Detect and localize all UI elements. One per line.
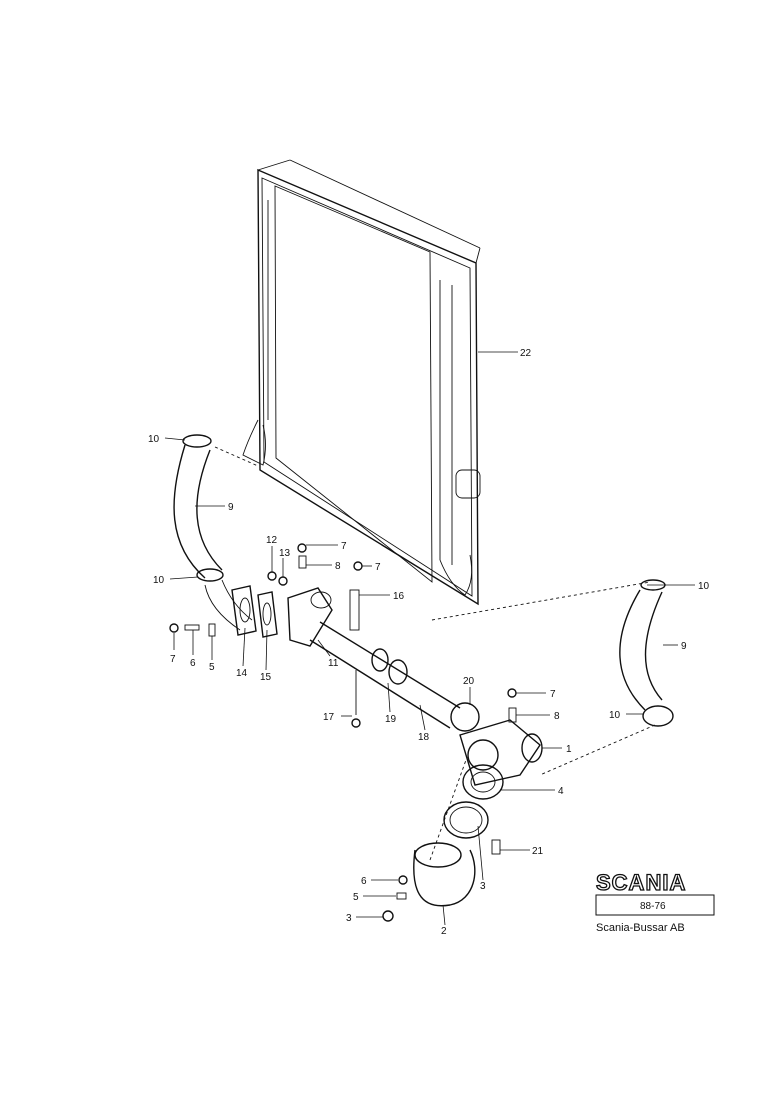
callout-7: 7	[170, 654, 176, 665]
callout-9: 9	[228, 502, 234, 513]
callout-20: 20	[463, 676, 475, 687]
routing-line	[539, 724, 656, 776]
callout-6: 6	[190, 658, 196, 669]
callout-3: 3	[346, 913, 352, 924]
callout-13: 13	[279, 548, 291, 559]
scania-logo: SCANIA	[596, 870, 686, 895]
callout-16: 16	[393, 591, 405, 602]
callout-10: 10	[609, 710, 621, 721]
callout-8: 8	[554, 711, 560, 722]
thermostat-housing	[450, 688, 543, 855]
callout-7: 7	[341, 541, 347, 552]
callout-21: 21	[532, 846, 544, 857]
scania-logo-block: SCANIA 88-76 Scania-Bussar AB	[595, 869, 715, 934]
callout-3: 3	[480, 881, 486, 892]
callout-12: 12	[266, 535, 278, 546]
routing-line	[214, 446, 259, 467]
flange-gaskets	[231, 585, 278, 638]
callout-5: 5	[353, 892, 359, 903]
code-box	[595, 894, 715, 916]
callout-18: 18	[418, 732, 430, 743]
callout-9: 9	[681, 641, 687, 652]
callout-14: 14	[236, 668, 248, 679]
radiator	[242, 159, 481, 606]
callout-10: 10	[698, 581, 710, 592]
callout-4: 4	[558, 786, 564, 797]
callout-17: 17	[323, 712, 335, 723]
callout-2: 2	[441, 926, 447, 937]
upper-hose-left	[173, 434, 253, 631]
callout-labels: 22 10 9 10 12 13 7 8 7 16 7 6 5 14 15 11…	[148, 348, 710, 937]
drawing-code: 88-76	[640, 901, 666, 912]
callout-6: 6	[361, 876, 367, 887]
company-name: Scania-Bussar AB	[596, 922, 685, 934]
callout-10: 10	[148, 434, 160, 445]
callout-8: 8	[335, 561, 341, 572]
callout-5: 5	[209, 662, 215, 673]
callout-11: 11	[328, 658, 339, 669]
callout-15: 15	[260, 672, 272, 683]
callout-1: 1	[566, 744, 572, 755]
outlet-elbow	[382, 801, 489, 922]
callout-10: 10	[153, 575, 165, 586]
leader-lines	[164, 351, 695, 926]
lower-hose-right	[619, 579, 674, 727]
routing-line	[431, 581, 651, 621]
callout-19: 19	[385, 714, 397, 725]
callout-7: 7	[375, 562, 381, 573]
callout-7: 7	[550, 689, 556, 700]
callout-22: 22	[520, 348, 532, 359]
coolant-pipe	[287, 561, 461, 729]
